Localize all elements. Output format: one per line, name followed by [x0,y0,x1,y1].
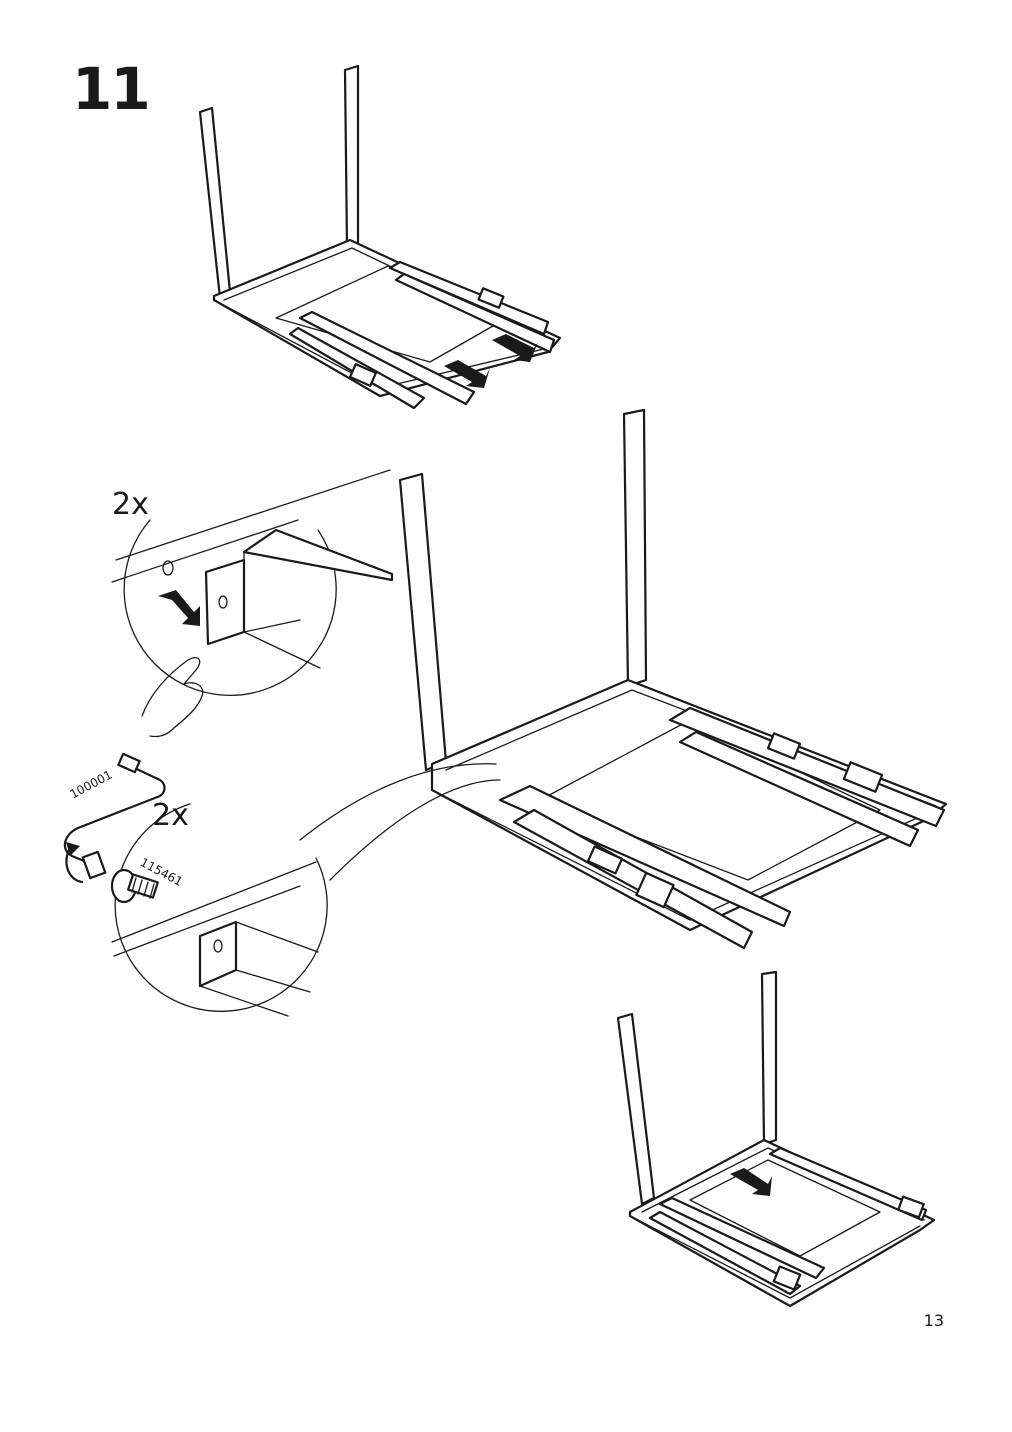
detail-circle-insert [111,469,394,738]
page-number: 13 [923,1311,944,1330]
screw-icon [110,868,159,904]
main-frame-diagram [299,408,948,950]
screw-quantity: 2x [152,798,189,833]
bottom-frame-diagram [616,970,936,1308]
top-frame-diagram [198,64,562,410]
step-number: 11 [72,55,151,123]
detail-circle-screw [111,803,328,1017]
insert-quantity: 2x [112,487,149,522]
allen-key-icon [63,752,166,884]
